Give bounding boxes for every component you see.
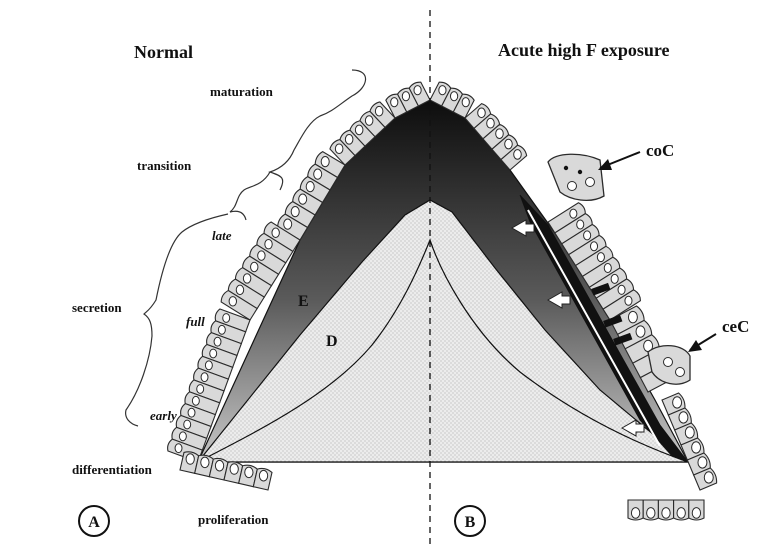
cell-nucleus [365, 116, 373, 126]
cell-nucleus [321, 157, 329, 167]
cell-nucleus [214, 337, 221, 346]
cell-nucleus [229, 297, 236, 306]
cell-nucleus [184, 420, 191, 429]
cell-nucleus [636, 326, 645, 337]
panel-letter-a: A [79, 506, 109, 536]
cell-nucleus [618, 285, 625, 294]
cell-nucleus [259, 470, 267, 481]
panel-letter-b: B [455, 506, 485, 536]
cell-nucleus [631, 508, 639, 519]
cell-nucleus [439, 86, 446, 95]
cell-nucleus [662, 508, 670, 519]
label-late: late [212, 228, 232, 243]
brace-transition [230, 172, 270, 220]
label-enamel: E [298, 293, 309, 310]
label-early: early [150, 408, 177, 423]
cell-nucleus [251, 262, 258, 271]
label-full: full [186, 314, 205, 329]
cell-nucleus [478, 108, 486, 118]
cell-nucleus [570, 209, 577, 218]
cell-nucleus [391, 98, 398, 107]
cell-nucleus [265, 239, 272, 248]
label-differentiation: differentiation [72, 462, 153, 477]
label-dentin: D [326, 333, 338, 350]
label-transition: transition [137, 158, 192, 173]
panel-letter-b-text: B [465, 514, 476, 531]
cell-nucleus [284, 219, 292, 229]
label-coc: coC [646, 141, 674, 160]
title-fluoride: Acute high F exposure [498, 40, 670, 60]
cell-nucleus [577, 220, 584, 229]
cell-nucleus [291, 207, 299, 217]
cell-nucleus [375, 106, 383, 116]
label-maturation: maturation [210, 84, 274, 99]
cell-nucleus [704, 472, 713, 483]
cell-nucleus [223, 314, 230, 323]
cell-nucleus [414, 86, 421, 95]
cell-nucleus [450, 92, 457, 101]
cell-nucleus [611, 274, 618, 283]
cell-nucleus [698, 457, 707, 468]
cell-nucleus [462, 98, 469, 107]
cyst-cluster-top [548, 154, 604, 200]
label-proliferation: proliferation [198, 512, 269, 527]
cell-nucleus [496, 129, 504, 139]
cell-nucleus [201, 457, 209, 468]
cell-nucleus [218, 325, 225, 334]
cell-nucleus [584, 231, 591, 240]
cell-nucleus [306, 182, 314, 192]
cell-nucleus [590, 242, 597, 251]
cell-nucleus [677, 508, 685, 519]
cell-nucleus [272, 228, 279, 237]
cell-nucleus [175, 444, 182, 453]
cell-nucleus [243, 274, 250, 283]
cell-nucleus [186, 454, 194, 465]
cell-nucleus [692, 442, 701, 453]
cell-nucleus [345, 135, 353, 145]
cell-nucleus [210, 349, 217, 358]
cell-nucleus [299, 194, 307, 204]
cell-nucleus [679, 412, 688, 423]
cell-nucleus [505, 139, 513, 149]
cell-nucleus [685, 427, 694, 438]
cell-nucleus [230, 464, 238, 475]
cell-nucleus [355, 125, 363, 135]
title-normal: Normal [134, 42, 193, 62]
cell-nucleus [628, 311, 637, 322]
cell-nucleus [597, 253, 604, 262]
label-cec: ceC [722, 317, 749, 336]
cell-nucleus [314, 169, 322, 179]
callout-arrow-cec [688, 334, 716, 352]
cell-nucleus [487, 118, 495, 128]
cell-nucleus [604, 264, 611, 273]
cell-nucleus [188, 408, 195, 417]
cell-nucleus [205, 361, 212, 370]
cell-nucleus [245, 467, 253, 478]
cell-nucleus [236, 285, 243, 294]
cell-nucleus [179, 432, 186, 441]
cell-nucleus [215, 460, 223, 471]
cell-nucleus [514, 150, 522, 160]
cell-nucleus [647, 508, 655, 519]
cell-nucleus [192, 396, 199, 405]
cell-nucleus [335, 144, 343, 154]
panel-letter-a-text: A [88, 514, 100, 531]
label-secretion: secretion [72, 300, 122, 315]
cell-nucleus [201, 373, 208, 382]
cell-nucleus [625, 296, 632, 305]
cell-nucleus [402, 92, 409, 101]
cell-nucleus [673, 397, 682, 408]
cell-nucleus [197, 385, 204, 394]
cell-nucleus [258, 251, 265, 260]
callout-arrow-coc [598, 152, 640, 170]
cell-nucleus [692, 508, 700, 519]
